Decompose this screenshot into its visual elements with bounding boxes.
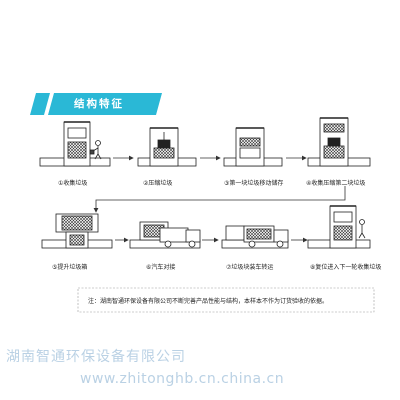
disclaimer-note: 注：湖南智通环保设备有限公司不断完善产品性能与结构，本样本不作为订货验收的依据。 (88, 298, 329, 305)
step-8-caption: ⑧复位进入下一轮收集垃圾 (310, 264, 382, 271)
watermark-company: 湖南智通环保设备有限公司 (6, 349, 186, 365)
step-6-caption: ⑥汽车对接 (146, 264, 176, 271)
step-8-illustration (307, 205, 371, 249)
step-6-illustration (129, 221, 201, 249)
section-header: 结构特征 (30, 93, 162, 115)
step-3-illustration (223, 127, 283, 167)
step-5-illustration (41, 213, 113, 249)
header-banner-shape (30, 93, 162, 115)
step-1-illustration (39, 121, 111, 167)
section-title: 结构特征 (74, 98, 124, 110)
note-box (77, 287, 375, 313)
step-4-caption: ④收集压缩第二块垃圾 (306, 180, 366, 187)
step-4-illustration (307, 117, 371, 167)
step-5-caption: ⑤提升垃圾箱 (52, 264, 88, 271)
step-7-illustration (221, 225, 289, 249)
step-1-caption: ①收集垃圾 (58, 180, 88, 187)
arrow-4-5 (93, 186, 346, 213)
step-2-illustration (137, 127, 197, 167)
step-2-caption: ②压缩垃圾 (143, 180, 173, 187)
step-7-caption: ⑦垃圾块装车转运 (226, 264, 274, 271)
step-3-caption: ③第一块垃圾移动储存 (224, 180, 284, 187)
watermark-url: www.zhitonghb.cn.china.cn (80, 371, 285, 387)
